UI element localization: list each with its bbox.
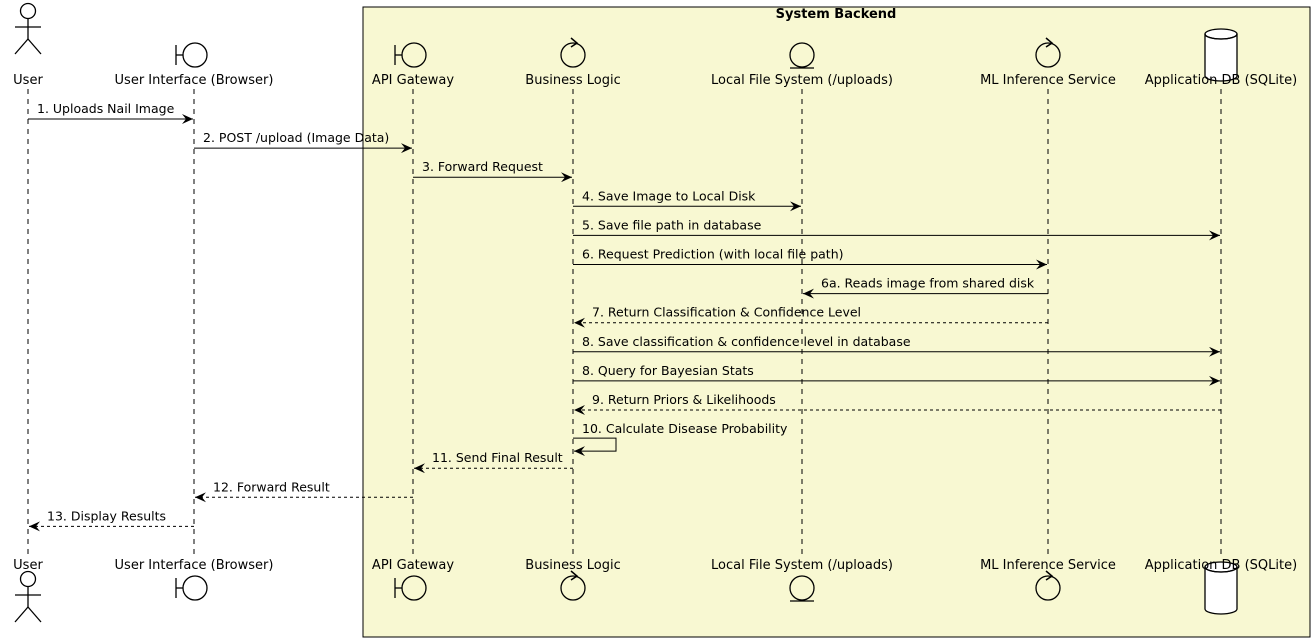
message-9: 8. Save classification & confidence leve…	[573, 334, 1220, 357]
db-icon	[1204, 28, 1238, 82]
participant-label-logic: Business Logic	[525, 73, 620, 88]
ml-icon	[1035, 37, 1061, 68]
message-10: 8. Query for Bayesian Stats	[573, 363, 1220, 386]
message-15: 13. Display Results	[29, 508, 194, 532]
user-icon-bottom	[14, 570, 42, 623]
participant-label-bottom-ui: User Interface (Browser)	[115, 558, 274, 573]
message-label: 3. Forward Request	[422, 159, 543, 174]
message-4: 4. Save Image to Local Disk	[573, 188, 801, 212]
message-label: 8. Query for Bayesian Stats	[582, 363, 754, 378]
participant-label-bottom-db: Application DB (SQLite)	[1145, 558, 1297, 573]
ml-icon-bottom	[1035, 570, 1061, 601]
api-icon-bottom	[394, 575, 427, 601]
participant-label-ui: User Interface (Browser)	[115, 73, 274, 88]
message-label: 7. Return Classification & Confidence Le…	[592, 305, 861, 320]
message-label: 8. Save classification & confidence leve…	[582, 334, 911, 349]
message-label: 10. Calculate Disease Probability	[582, 421, 788, 436]
message-label: 11. Send Final Result	[432, 450, 563, 465]
message-label: 6. Request Prediction (with local file p…	[582, 247, 844, 262]
ui-icon-bottom	[175, 575, 208, 601]
participant-label-user: User	[13, 73, 43, 88]
participant-label-bottom-ml: ML Inference Service	[980, 558, 1116, 573]
message-6: 6. Request Prediction (with local file p…	[573, 247, 1047, 270]
participant-label-bottom-logic: Business Logic	[525, 558, 620, 573]
message-label: 12. Forward Result	[213, 479, 330, 494]
participant-label-bottom-fs: Local File System (/uploads)	[711, 558, 893, 573]
message-label: 13. Display Results	[47, 508, 166, 523]
user-icon	[14, 2, 42, 55]
message-5: 5. Save file path in database	[573, 217, 1220, 241]
message-11: 9. Return Priors & Likelihoods	[574, 392, 1221, 415]
message-label: 2. POST /upload (Image Data)	[203, 130, 389, 145]
participant-label-fs: Local File System (/uploads)	[711, 73, 893, 88]
message-label: 9. Return Priors & Likelihoods	[592, 392, 776, 407]
message-3: 3. Forward Request	[413, 159, 572, 183]
message-label: 4. Save Image to Local Disk	[582, 188, 756, 203]
message-2: 2. POST /upload (Image Data)	[194, 130, 412, 154]
db-icon-bottom	[1204, 561, 1238, 615]
system-backend-title: System Backend	[776, 7, 897, 22]
message-8: 7. Return Classification & Confidence Le…	[574, 305, 1048, 328]
logic-icon	[560, 37, 586, 68]
participant-label-ml: ML Inference Service	[980, 73, 1116, 88]
message-13: 11. Send Final Result	[414, 450, 573, 474]
message-7: 6a. Reads image from shared disk	[803, 276, 1048, 299]
message-arrow	[573, 437, 617, 457]
api-icon	[394, 42, 427, 68]
ui-icon	[175, 42, 208, 68]
fs-icon-bottom	[789, 575, 815, 602]
participant-label-bottom-api: API Gateway	[372, 558, 454, 573]
message-1: 1. Uploads Nail Image	[28, 101, 193, 124]
message-label: 5. Save file path in database	[582, 217, 762, 232]
message-label: 6a. Reads image from shared disk	[821, 276, 1035, 291]
participant-label-bottom-user: User	[13, 558, 43, 573]
fs-icon	[789, 42, 815, 69]
participant-label-api: API Gateway	[372, 73, 454, 88]
message-label: 1. Uploads Nail Image	[37, 101, 175, 116]
participant-label-db: Application DB (SQLite)	[1145, 73, 1297, 88]
message-12: 10. Calculate Disease Probability	[573, 421, 788, 457]
logic-icon-bottom	[560, 570, 586, 601]
system-backend-box	[362, 6, 1311, 638]
message-14: 12. Forward Result	[195, 479, 413, 503]
